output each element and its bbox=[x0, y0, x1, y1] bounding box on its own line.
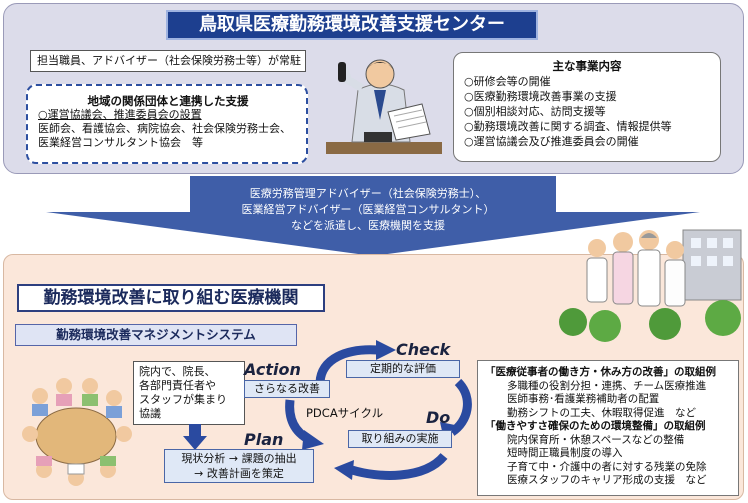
note-line: スタッフが集まり bbox=[139, 393, 227, 406]
dispatch-line: 医療労務管理アドバイザー（社会保険労務士）、 bbox=[249, 187, 487, 200]
duty-item: ○医療勤務環境改善事業の支援 bbox=[464, 90, 617, 103]
example-item: 医師事務･看護業務補助者の配置 bbox=[507, 393, 660, 405]
duties-box: 主な事業内容 ○研修会等の開催 ○医療勤務環境改善事業の支援 ○個別相談対応、訪… bbox=[453, 52, 721, 162]
pdca-cycle-label: PDCAサイクル bbox=[306, 406, 384, 420]
support-arrow bbox=[46, 176, 700, 256]
example-item: 医療スタッフのキャリア形成の支援 など bbox=[507, 474, 707, 486]
duty-item: ○個別相談対応、訪問支援等 bbox=[464, 105, 606, 118]
do-box: 取り組みの実施 bbox=[348, 430, 452, 448]
management-system-label: 勤務環境改善マネジメントシステム bbox=[15, 324, 297, 346]
example-item: 勤務シフトの工夫、休暇取得促進 など bbox=[507, 406, 696, 419]
plan-label: Plan bbox=[244, 430, 284, 449]
check-box: 定期的な評価 bbox=[346, 360, 460, 378]
note-line: 協議 bbox=[139, 407, 161, 420]
example-item: 多職種の役割分担・連携、チーム医療推進 bbox=[507, 379, 707, 392]
staff-note: 担当職員、アドバイザー（社会保険労務士等）が常駐 bbox=[30, 50, 306, 72]
examples-section2-title: 「働きやすさ確保のための環境整備」の取組例 bbox=[485, 420, 706, 432]
example-item: 子育て中・介護中の者に対する残業の免除 bbox=[507, 460, 707, 473]
example-item: 院内保育所・休憩スペースなどの整備 bbox=[507, 433, 685, 446]
dispatch-text: 医療労務管理アドバイザー（社会保険労務士）、 医業経営アドバイザー（医業経営コン… bbox=[196, 186, 540, 234]
liaison-line: 医師会、看護協会、病院協会、社会保険労務士会、 bbox=[38, 122, 291, 135]
examples-section1-title: 「医療従事者の働き方・休み方の改善」の取組例 bbox=[485, 366, 716, 378]
pdca-cycle-arrows bbox=[285, 340, 472, 480]
duty-item: ○運営協議会及び推進委員会の開催 bbox=[464, 135, 639, 148]
liaison-title: 地域の関係団体と連携した支援 bbox=[87, 94, 249, 108]
note-line: 各部門責任者や bbox=[139, 379, 216, 392]
action-label: Action bbox=[244, 360, 301, 379]
medical-staff-illustration bbox=[559, 229, 742, 342]
institution-title: 勤務環境改善に取り組む医療機関 bbox=[17, 284, 325, 312]
liaison-box: 地域の関係団体と連携した支援 ○運営協議会、推進委員会の設置 医師会、看護協会、… bbox=[26, 84, 308, 164]
center-title: 鳥取県医療勤務環境改善支援センター bbox=[166, 10, 538, 40]
check-label: Check bbox=[396, 340, 451, 359]
plan-line: 現状分析 → 課題の抽出 bbox=[181, 452, 297, 465]
do-label: Do bbox=[426, 408, 451, 427]
duties-title: 主な事業内容 bbox=[552, 59, 622, 73]
duty-item: ○勤務環境改善に関する調査、情報提供等 bbox=[464, 120, 672, 133]
example-item: 短時間正職員制度の導入 bbox=[507, 447, 623, 459]
office-worker-illustration bbox=[326, 59, 442, 154]
dispatch-line: などを派遣し、医療機関を支援 bbox=[291, 219, 445, 232]
note-down-arrow bbox=[183, 424, 207, 450]
plan-box: 現状分析 → 課題の抽出 → 改善計画を策定 bbox=[164, 449, 314, 483]
plan-line: → 改善計画を策定 bbox=[194, 467, 284, 480]
note-line: 院内で、院長、 bbox=[139, 365, 216, 378]
liaison-line: 医業経営コンサルタント協会 等 bbox=[38, 136, 203, 149]
examples-box: 「医療従事者の働き方・休み方の改善」の取組例 多職種の役割分担・連携、チーム医療… bbox=[477, 360, 739, 496]
meeting-illustration bbox=[22, 378, 132, 486]
duty-item: ○研修会等の開催 bbox=[464, 75, 551, 88]
action-box: さらなる改善 bbox=[244, 380, 330, 398]
dispatch-line: 医業経営アドバイザー（医業経営コンサルタント） bbox=[241, 203, 495, 216]
liaison-line: ○運営協議会、推進委員会の設置 bbox=[38, 108, 202, 121]
